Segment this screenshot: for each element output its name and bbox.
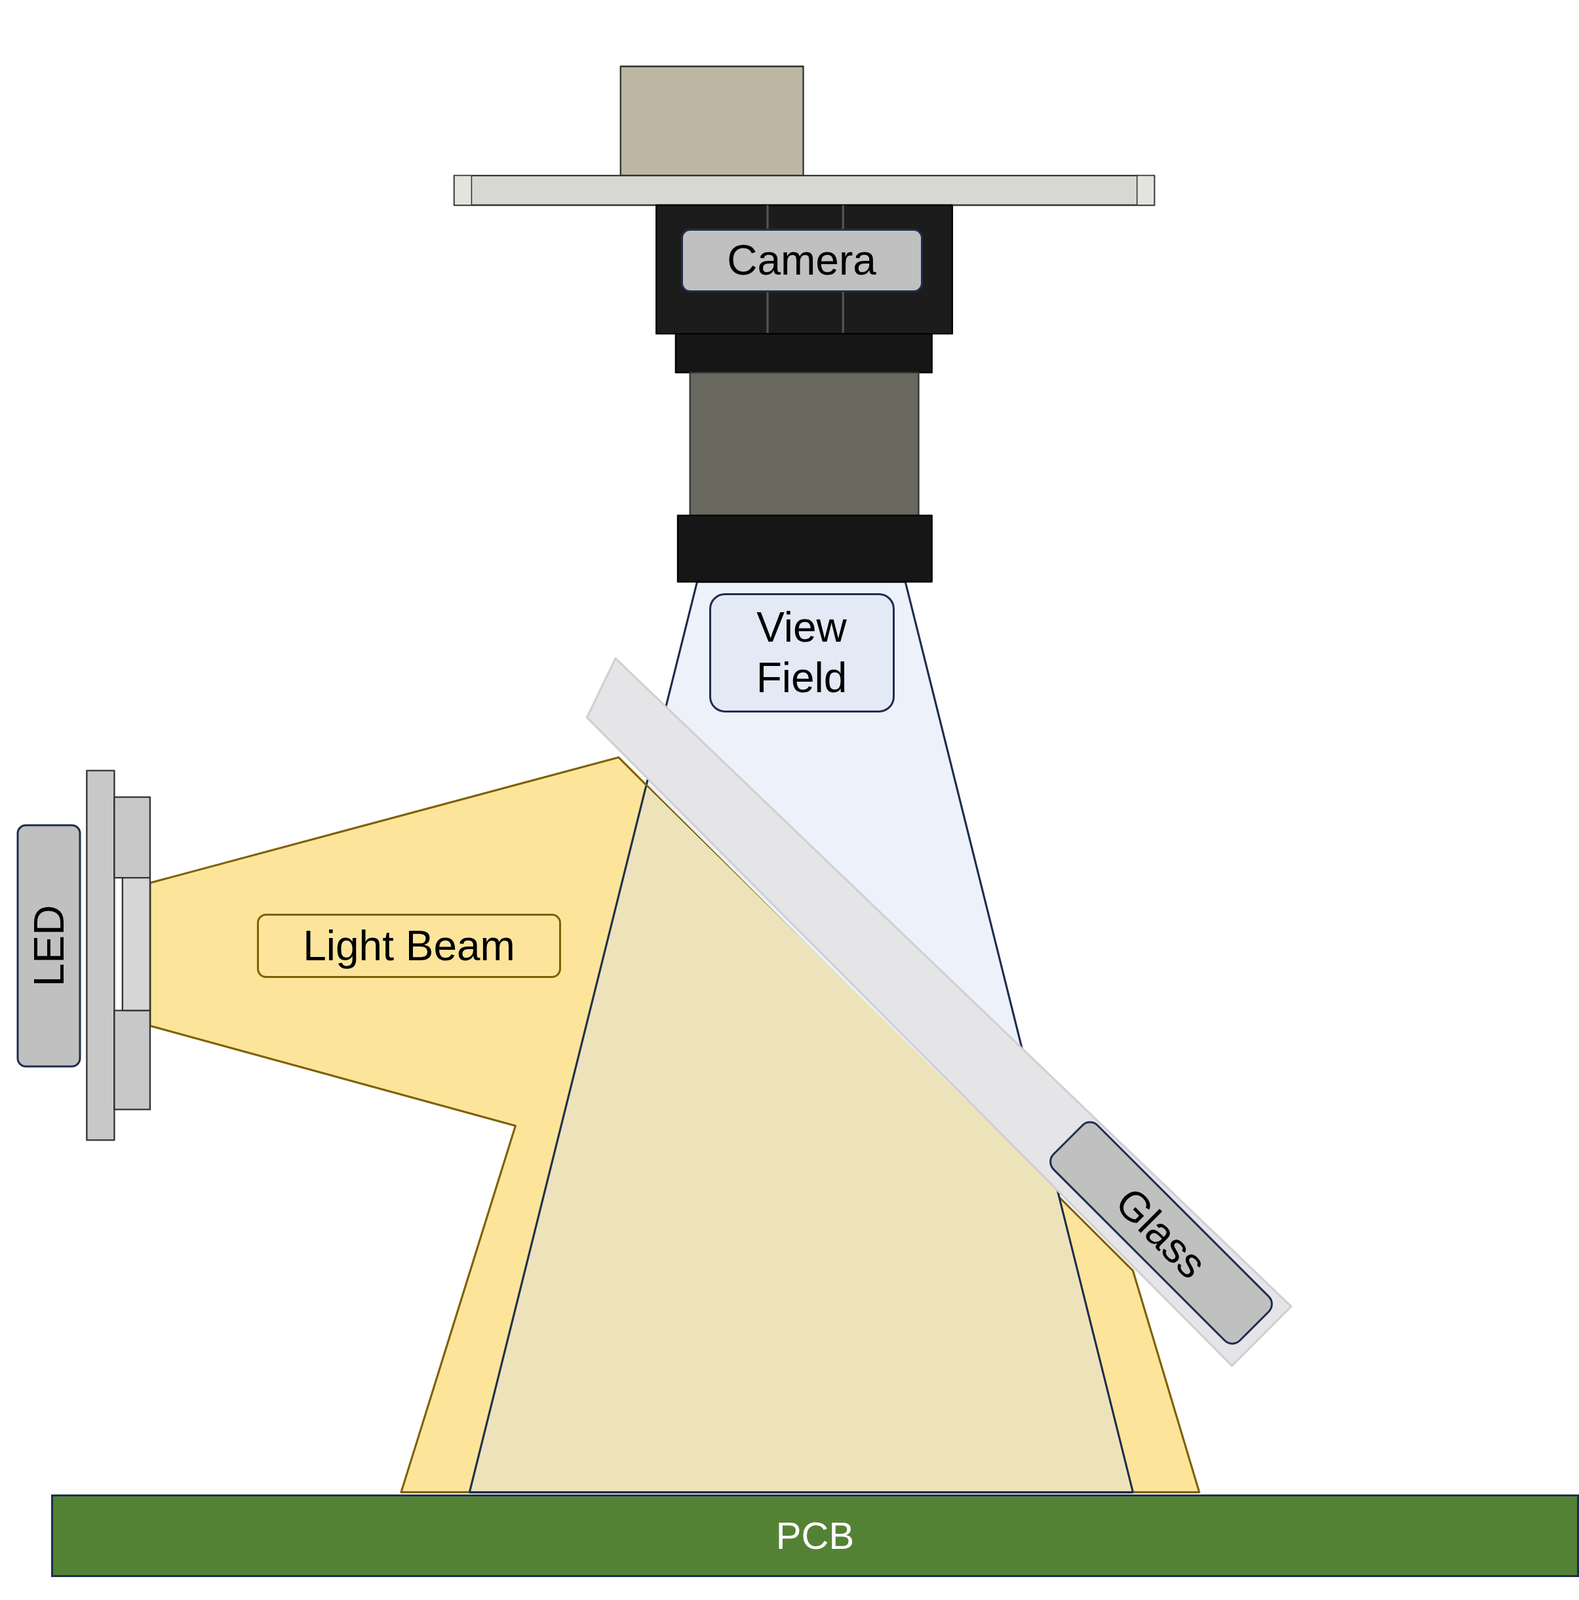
node-label: Light Beam: [302, 920, 516, 972]
lens-front-ring: [677, 515, 933, 582]
plate-end: [1137, 175, 1155, 206]
camera-body: [656, 205, 953, 334]
node-label: View Field: [726, 602, 878, 704]
illustration-group: [86, 66, 1291, 1492]
node-label: Glass: [1105, 1177, 1217, 1289]
led-mount-block: [114, 1010, 151, 1110]
pcb-band: PCB: [51, 1494, 1579, 1578]
node-label: LED: [23, 905, 75, 988]
node-label: PCB: [776, 1512, 855, 1559]
camera-mount-plate: [454, 175, 1155, 206]
glass-label-box: Glass: [1044, 1116, 1278, 1350]
led-mount-block: [114, 797, 151, 878]
view-field-label-box: View Field: [709, 593, 895, 713]
view-field-edge: [469, 1491, 1133, 1494]
plate-end: [454, 175, 472, 206]
led-label-box: LED: [16, 824, 81, 1068]
led-emitter: [122, 877, 151, 1011]
view-field-edge: [469, 785, 646, 1493]
light-beam-label-box: Light Beam: [256, 913, 562, 978]
led-mount-plate: [86, 770, 115, 1141]
node-label: Camera: [726, 235, 877, 286]
camera-top-block: [620, 66, 804, 176]
lens-barrel: [690, 372, 919, 516]
glass-plate: [586, 658, 1291, 1366]
camera-label-box: Camera: [681, 228, 923, 293]
lens-ring: [675, 333, 933, 373]
